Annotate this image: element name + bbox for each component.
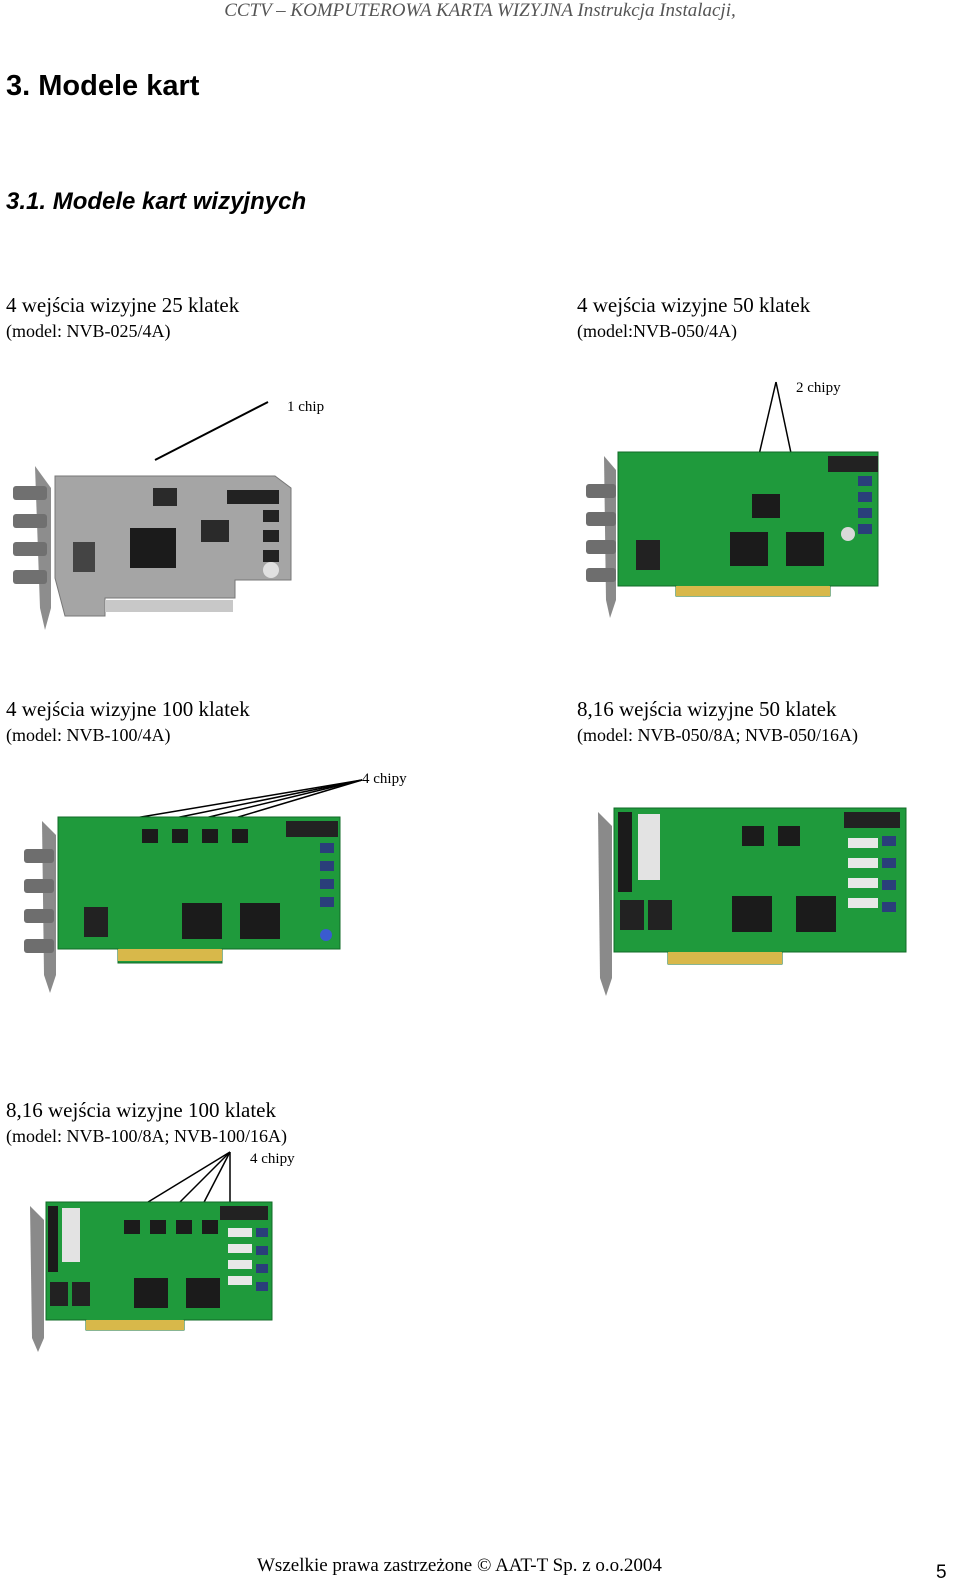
chip-label: 4 chipy bbox=[362, 771, 407, 787]
model-title: 8,16 wejścia wizyjne 100 klatek bbox=[6, 1098, 277, 1122]
model-title: 8,16 wejścia wizyjne 50 klatek bbox=[577, 697, 837, 721]
capture-card-image bbox=[24, 816, 341, 993]
pointer-line bbox=[154, 401, 269, 461]
pointer-line bbox=[174, 779, 363, 819]
model-subtitle: (model: NVB-100/4A) bbox=[6, 725, 171, 745]
capture-card-image bbox=[586, 451, 879, 618]
pointer-line bbox=[204, 779, 363, 819]
pointer-line bbox=[134, 779, 363, 819]
subsection-heading: 3.1. Modele kart wizyjnych bbox=[6, 188, 307, 215]
chip-label: 2 chipy bbox=[796, 380, 841, 396]
running-header: CCTV – KOMPUTEROWA KARTA WIZYJNA Instruk… bbox=[224, 0, 736, 21]
pointer-line bbox=[234, 779, 363, 819]
page-number: 5 bbox=[936, 1562, 947, 1583]
model-title: 4 wejścia wizyjne 100 klatek bbox=[6, 697, 250, 721]
model-subtitle: (model: NVB-100/8A; NVB-100/16A) bbox=[6, 1126, 287, 1146]
model-title: 4 wejścia wizyjne 25 klatek bbox=[6, 293, 240, 317]
model-subtitle: (model: NVB-050/8A; NVB-050/16A) bbox=[577, 725, 858, 745]
capture-card-image bbox=[598, 807, 907, 996]
chip-label: 4 chipy bbox=[250, 1151, 295, 1167]
footer-copyright: Wszelkie prawa zastrzeżone © AAT-T Sp. z… bbox=[257, 1555, 662, 1576]
model-subtitle: (model: NVB-025/4A) bbox=[6, 321, 171, 341]
section-heading: 3. Modele kart bbox=[6, 70, 200, 102]
chip-label: 1 chip bbox=[287, 399, 325, 415]
capture-card-image bbox=[30, 1201, 273, 1352]
capture-card-image bbox=[13, 466, 292, 630]
model-subtitle: (model:NVB-050/4A) bbox=[577, 321, 737, 341]
model-title: 4 wejścia wizyjne 50 klatek bbox=[577, 293, 811, 317]
